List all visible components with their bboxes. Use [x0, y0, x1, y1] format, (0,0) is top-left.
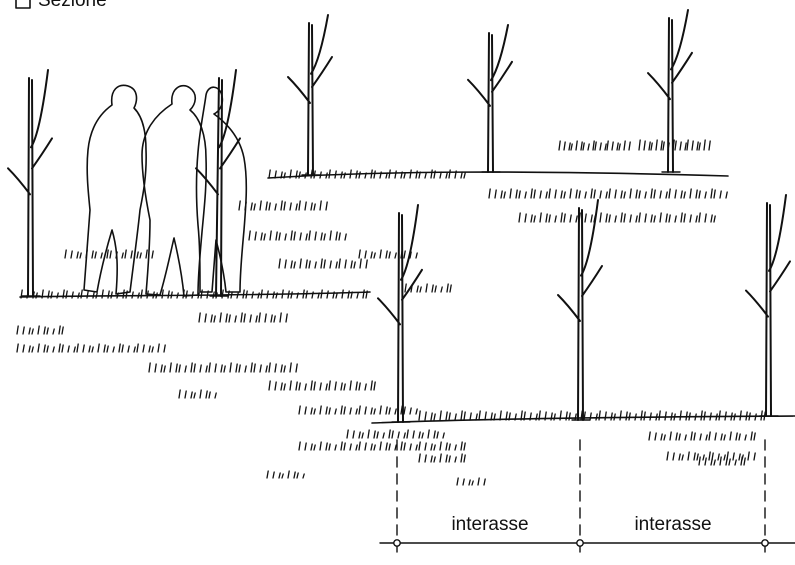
grass-patch-9: [64, 249, 154, 259]
dimension-tick-2: [576, 539, 584, 547]
grass-patch-22: [456, 477, 486, 486]
person-silhouette-2: [141, 84, 207, 297]
grass-patch-6: [238, 200, 328, 211]
tree-6: [377, 204, 423, 423]
grass-patch-10: [20, 289, 368, 299]
page-title: Sezione: [38, 0, 107, 11]
tree-2: [195, 69, 241, 297]
grass-patch-25: [666, 451, 756, 461]
grass-patch-20: [418, 453, 466, 463]
grass-patch-11: [198, 312, 288, 323]
grass-patch-8: [278, 258, 368, 269]
grass-patch-21: [266, 470, 305, 479]
grass-patch-18: [298, 441, 466, 451]
person-silhouette-1: [83, 84, 147, 295]
dimension-label-1: interasse: [451, 514, 528, 535]
grass-patch-13: [16, 343, 166, 353]
tree-row: [7, 9, 791, 423]
grass-patch-2: [488, 188, 728, 199]
grass-patch-5: [638, 139, 711, 151]
dimension-annotation: interasse interasse: [379, 439, 795, 557]
tree-4: [467, 24, 513, 173]
grass-patch-23: [418, 410, 766, 421]
grass-patch-4: [558, 140, 631, 151]
ground-lines: [19, 171, 795, 424]
grass-patch-28: [404, 283, 452, 293]
dimension-tick-3: [761, 539, 769, 547]
grass-hatching: [16, 139, 766, 486]
dimension-label-2: interasse: [634, 514, 711, 535]
grass-patch-15: [268, 380, 376, 391]
grass-patch-14: [148, 362, 298, 373]
grass-patch-24: [648, 431, 756, 441]
grass-patch-19: [346, 429, 445, 439]
grass-patch-26: [698, 456, 746, 466]
grass-patch-7: [248, 230, 347, 241]
grass-patch-3: [518, 212, 716, 223]
title-block: Sezione: [15, 0, 107, 11]
title-checkbox-icon: [15, 0, 31, 9]
upper-ground-line: [267, 171, 729, 179]
grass-patch-1: [268, 169, 466, 179]
tree-5: [647, 9, 693, 173]
tree-8: [745, 194, 791, 417]
grass-patch-16: [178, 389, 217, 399]
dimension-tick-1: [393, 539, 401, 547]
tree-1: [7, 69, 53, 297]
grass-patch-12: [16, 325, 64, 335]
grass-patch-17: [298, 405, 418, 415]
tree-3: [287, 14, 333, 176]
tree-7: [557, 199, 603, 421]
